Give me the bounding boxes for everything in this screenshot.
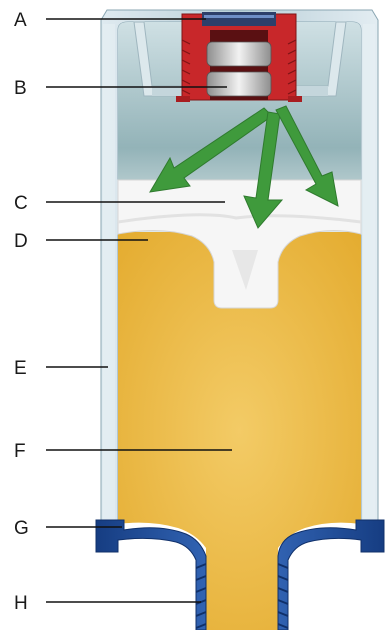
label-c: C [14, 193, 28, 214]
label-g: G [14, 518, 29, 539]
label-e: E [14, 358, 27, 379]
valve-gasket-left [176, 96, 190, 102]
housing-wall-right [363, 24, 375, 546]
housing-wall-left [103, 24, 115, 546]
label-a: A [14, 10, 27, 31]
label-b: B [14, 78, 27, 99]
label-d: D [14, 231, 28, 252]
valve-gasket-right [288, 96, 302, 102]
valve-cap [202, 12, 276, 26]
label-f: F [14, 441, 26, 462]
valve-element-upper [207, 42, 271, 66]
valve-cap-highlight [204, 15, 274, 18]
label-h: H [14, 593, 28, 614]
valve-element-lower [207, 72, 271, 96]
